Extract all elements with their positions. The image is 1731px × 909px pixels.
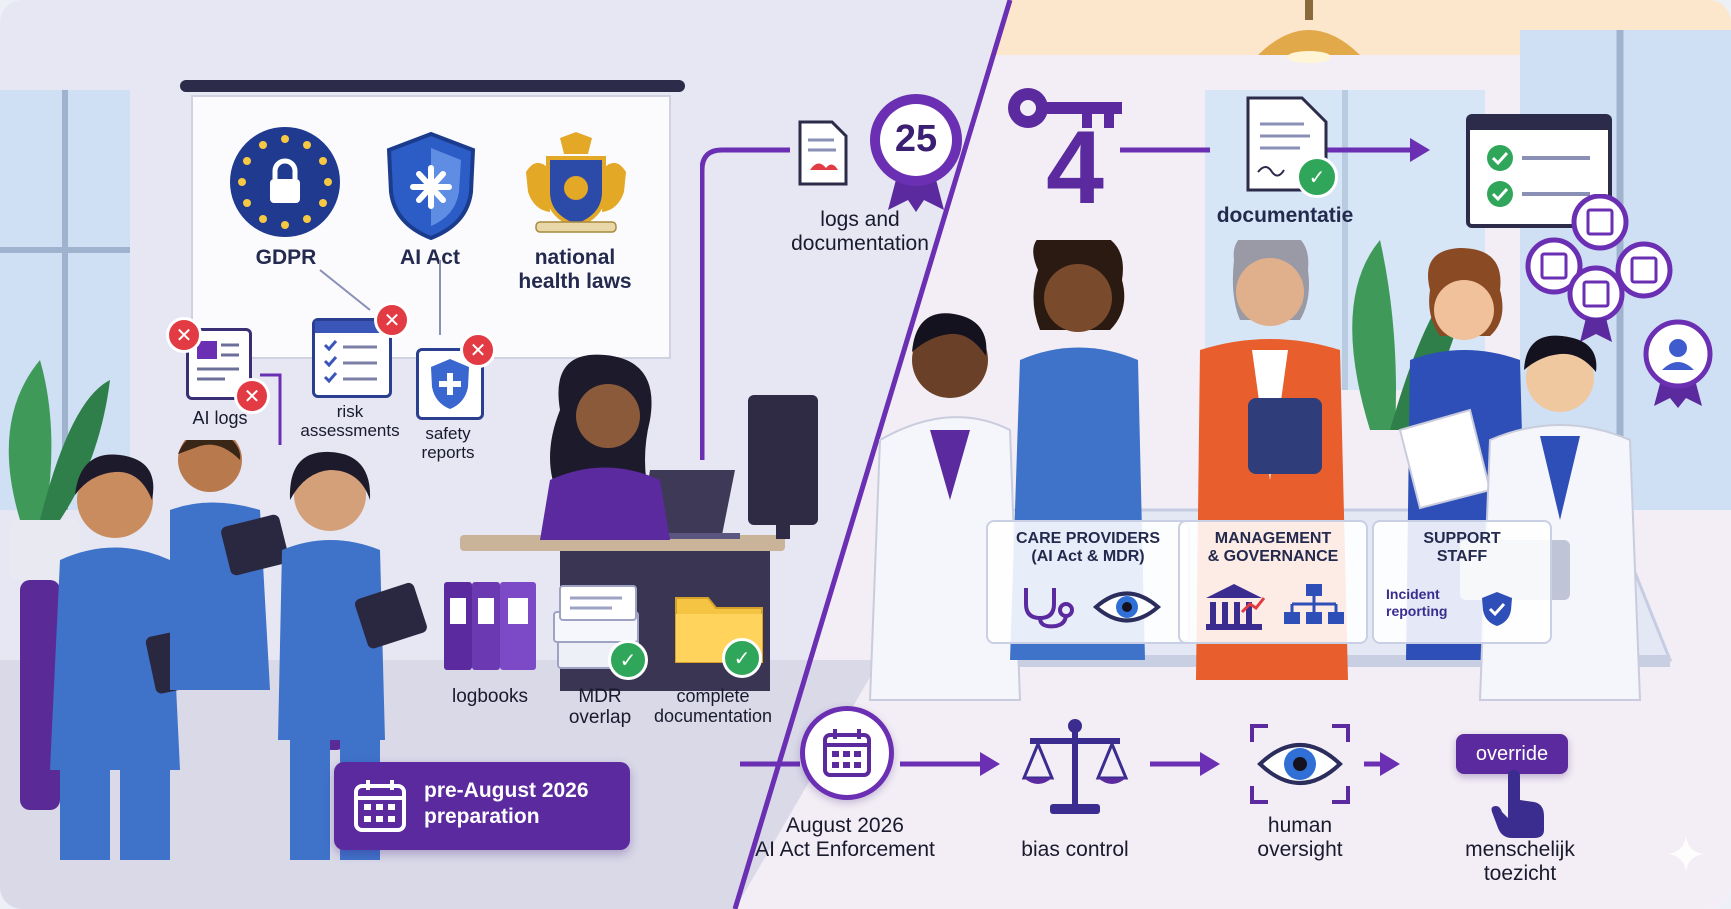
coat-of-arms-icon [526,132,626,233]
support-staff-card: SUPPORT STAFF Incident reporting [1372,520,1552,644]
sparkle-icon [1668,836,1704,872]
board-connector-lines [260,260,441,445]
logbook-binders-icon [444,582,536,670]
calendar-icon [354,780,406,832]
menschelijk-toezicht-label: menschelijk toezicht [1465,838,1575,885]
oversight-eye-icon [1250,724,1350,804]
incident-reporting-label: Incident reporting [1386,586,1448,619]
logbooks-label: logbooks [451,686,529,707]
top-flow-connectors [700,138,1430,460]
count-rosette-badge: 25 [868,92,964,212]
ai-logs-label: AI logs [192,408,248,428]
logs-and-documentation-label: logs and documentation [791,208,929,255]
eye-icon [1092,591,1162,623]
enforcement-connector [740,761,800,767]
support-staff-title: SUPPORT STAFF [1423,530,1501,565]
care-providers-card: CARE PROVIDERS (AI Act & MDR) [986,520,1190,644]
preparation-banner-text: pre-August 2026 preparation [424,779,589,829]
certification-badges-icon [1525,194,1673,342]
balance-scale-icon [1021,719,1129,814]
pointing-hand-icon [1491,770,1544,838]
key-icon [1008,88,1122,128]
org-chart-icon [1284,584,1344,624]
nurses-with-tablets-group [20,440,427,860]
error-x-icon: ✕ [460,332,496,368]
management-governance-card: MANAGEMENT & GOVERNANCE [1178,520,1368,644]
checkmark-icon: ✓ [1296,156,1338,198]
care-providers-title: CARE PROVIDERS (AI Act & MDR) [1015,530,1161,565]
enforcement-label: August 2026 AI Act Enforcement [755,814,935,861]
count-badge-number: 25 [894,118,938,160]
management-governance-title: MANAGEMENT & GOVERNANCE [1207,530,1339,565]
complete-documentation-label: complete documentation [653,686,773,727]
error-x-icon: ✕ [374,302,410,338]
checkmark-icon: ✓ [608,640,648,680]
calendar-icon [823,729,871,777]
shield-check-icon [1482,592,1512,626]
approved-checklist-screen [1466,114,1612,228]
key-number: 4 [1046,110,1104,226]
gdpr-label: GDPR [255,246,317,269]
ai-act-shield-icon [386,131,476,241]
stethoscope-icon [1024,588,1074,629]
human-oversight-label: human oversight [1257,814,1343,861]
safety-reports-label: safety reports [421,424,475,463]
error-x-icon: ✕ [234,378,270,414]
ai-act-label: AI Act [400,246,460,269]
mdr-overlap-label: MDR overlap [568,686,632,729]
care-team-group [868,240,1642,701]
enforcement-calendar-badge [800,706,894,800]
error-x-icon: ✕ [166,317,202,353]
administrator-at-desk [540,354,670,540]
eu-lock-icon [230,127,340,237]
bottom-flow-arrows [900,752,1400,776]
user-profile-badge-icon [1643,319,1713,408]
national-health-laws-label: national health laws [518,246,632,293]
risk-assessments-label: risk assessments [300,402,400,441]
documentatie-label: documentatie [1216,204,1354,227]
log-document-icon [798,120,848,186]
checkmark-icon: ✓ [722,638,762,678]
override-button[interactable]: override [1456,734,1568,774]
preparation-banner: pre-August 2026 preparation [334,762,630,850]
bias-control-label: bias control [1021,838,1129,861]
institution-building-icon [1206,584,1266,630]
